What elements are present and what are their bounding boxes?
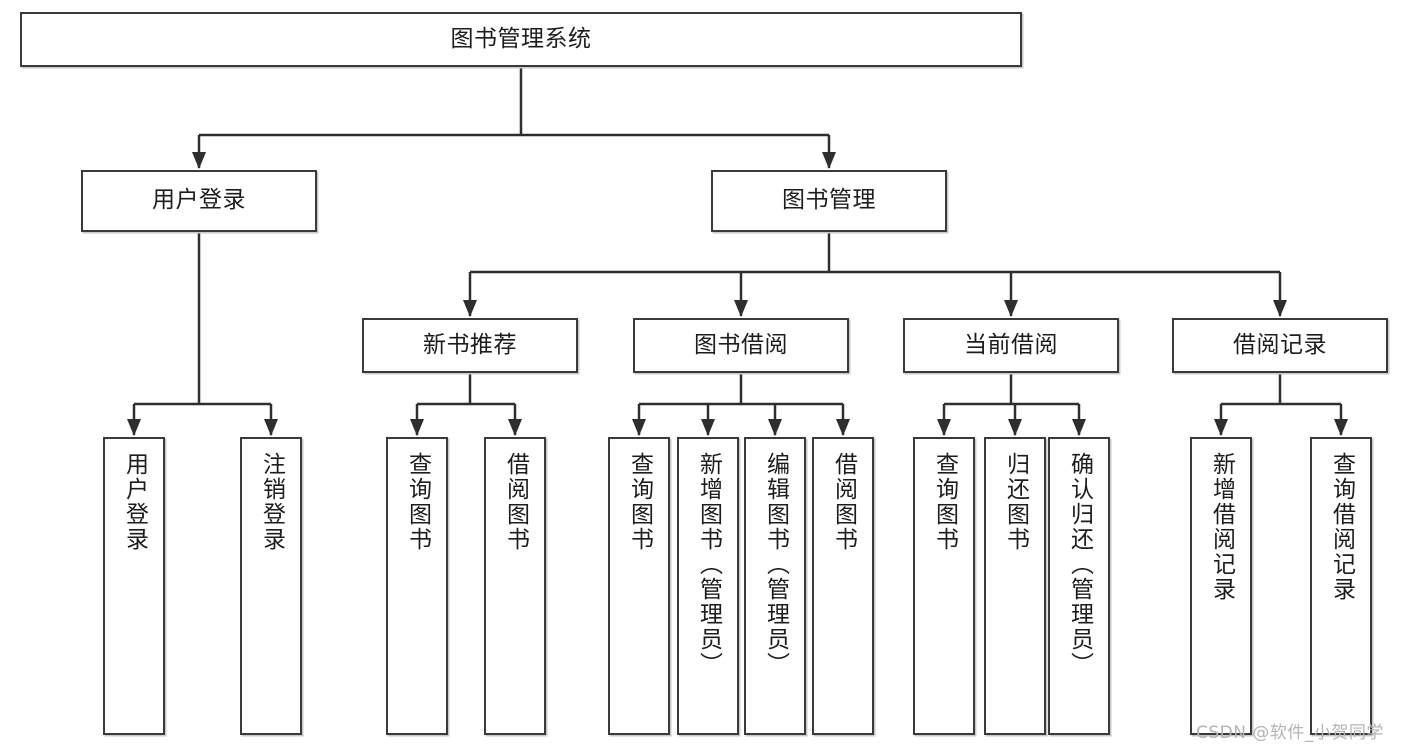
node-leaf9[interactable]: 查询图书	[913, 437, 975, 735]
node-leaf4[interactable]: 借阅图书	[484, 437, 546, 735]
arrow-head-icon	[1072, 419, 1086, 436]
node-login[interactable]: 用户登录	[81, 170, 317, 232]
node-label: 查询图书	[626, 452, 653, 552]
node-label: 查询图书	[404, 452, 431, 552]
node-newbook[interactable]: 新书推荐	[362, 318, 578, 373]
node-leaf3[interactable]: 查询图书	[386, 437, 448, 735]
arrow-head-icon	[264, 419, 278, 436]
arrow-head-icon	[836, 419, 850, 436]
node-leaf10[interactable]: 归还图书	[984, 437, 1046, 735]
arrow-head-icon	[508, 419, 522, 436]
node-leaf13[interactable]: 查询借阅记录	[1310, 437, 1372, 735]
arrow-head-icon	[937, 419, 951, 436]
arrow-head-icon	[822, 152, 836, 169]
node-records[interactable]: 借阅记录	[1172, 318, 1388, 373]
node-label: 用户登录	[152, 187, 246, 214]
node-leaf5[interactable]: 查询图书	[608, 437, 670, 735]
arrow-head-icon	[768, 419, 782, 436]
arrow-head-icon	[1334, 419, 1348, 436]
arrow-head-icon	[701, 419, 715, 436]
arrow-head-icon	[632, 419, 646, 436]
node-root[interactable]: 图书管理系统	[20, 12, 1022, 67]
node-label: 新增图书（管理员）	[695, 452, 722, 677]
arrow-head-icon	[127, 419, 141, 436]
node-bookmgmt[interactable]: 图书管理	[711, 170, 947, 232]
node-leaf1[interactable]: 用户登录	[103, 437, 165, 735]
arrow-head-icon	[463, 300, 477, 317]
node-label: 新书推荐	[423, 331, 517, 358]
arrow-head-icon	[1004, 300, 1018, 317]
node-label: 新增借阅记录	[1208, 452, 1235, 602]
csdn-watermark: CSDN @软件_小贺同学	[1196, 723, 1384, 743]
node-label: 查询借阅记录	[1328, 452, 1355, 602]
node-label: 图书管理	[782, 187, 876, 214]
node-leaf8[interactable]: 借阅图书	[812, 437, 874, 735]
node-current[interactable]: 当前借阅	[903, 318, 1119, 373]
node-borrow[interactable]: 图书借阅	[633, 318, 849, 373]
node-label: 确认归还（管理员）	[1066, 452, 1093, 677]
arrow-head-icon	[1273, 300, 1287, 317]
node-leaf7[interactable]: 编辑图书（管理员）	[744, 437, 806, 735]
node-label: 图书管理系统	[450, 25, 592, 52]
node-leaf11[interactable]: 确认归还（管理员）	[1048, 437, 1110, 735]
node-label: 归还图书	[1002, 452, 1029, 552]
node-leaf2[interactable]: 注销登录	[240, 437, 302, 735]
node-label: 编辑图书（管理员）	[762, 452, 789, 677]
node-label: 用户登录	[121, 452, 148, 552]
node-label: 注销登录	[258, 452, 285, 552]
arrow-head-icon	[192, 152, 206, 169]
node-label: 当前借阅	[964, 331, 1058, 358]
arrow-head-icon	[734, 300, 748, 317]
arrow-head-icon	[1008, 419, 1022, 436]
node-leaf12[interactable]: 新增借阅记录	[1190, 437, 1252, 735]
node-label: 借阅记录	[1233, 331, 1327, 358]
node-label: 图书借阅	[694, 331, 788, 358]
arrow-head-icon	[410, 419, 424, 436]
node-label: 查询图书	[931, 452, 958, 552]
arrow-head-icon	[1214, 419, 1228, 436]
node-label: 借阅图书	[502, 452, 529, 552]
node-label: 借阅图书	[830, 452, 857, 552]
node-leaf6[interactable]: 新增图书（管理员）	[677, 437, 739, 735]
